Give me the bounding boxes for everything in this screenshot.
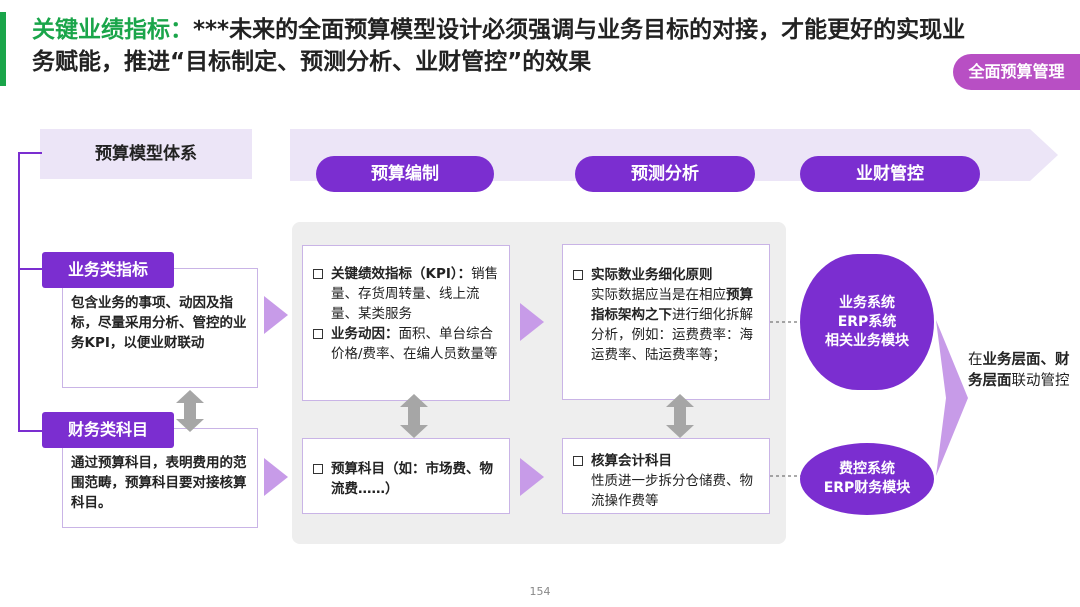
business-indicator-label: 业务类指标: [42, 252, 174, 288]
big-chevron-arrow: [936, 320, 968, 476]
result-p1: 在: [968, 352, 983, 368]
title-rest: ***未来的全面预算模型设计必须强调与业务目标的对接，才能更好的实现业务赋能，推…: [32, 17, 966, 75]
result-text: 在业务层面、财务层面联动管控: [968, 350, 1072, 392]
result-p3: 联动管控: [1011, 373, 1070, 389]
finance-subject-text: 通过预算科目，表明费用的范围范畴，预算科目要对接核算科目。: [71, 455, 247, 511]
account-subject-card: 核算会计科目 性质进一步拆分仓储费、物流操作费等: [562, 438, 770, 514]
kpi-text: 销售量、存货周转量、线上流量、某类服务: [331, 266, 499, 322]
oval2-line2: ERP财务模块: [823, 480, 911, 496]
budget-model-label: 预算模型体系: [40, 129, 252, 179]
checkbox-icon: [313, 329, 323, 339]
budget-subject-bullet: 预算科目（如：市场费、物流费……）: [311, 459, 501, 499]
forecast-actual-bullet: 实际数业务细化原则 实际数据应当是在相应预算指标架构之下进行细化拆解分析，例如：…: [571, 265, 761, 365]
left-bracket: [18, 152, 44, 432]
page-title: 关键业绩指标：***未来的全面预算模型设计必须强调与业务目标的对接，才能更好的实…: [32, 14, 972, 78]
driver-title: 业务动因：: [331, 326, 399, 342]
oval2-line1: 费控系统: [838, 461, 895, 477]
kpi-card: 关键绩效指标（KPI）：销售量、存货周转量、线上流量、某类服务 业务动因：面积、…: [302, 245, 510, 401]
title-accent-bar: [0, 12, 6, 86]
checkbox-icon: [313, 269, 323, 279]
forecast-actual-t2-bold: 预算指标架构之下: [591, 287, 753, 323]
kpi-bullet: 关键绩效指标（KPI）：销售量、存货周转量、线上流量、某类服务: [311, 264, 501, 324]
section-tag: 全面预算管理: [953, 54, 1080, 90]
stage-budgeting: 预算编制: [316, 156, 494, 192]
kpi-title: 关键绩效指标（KPI）：: [331, 266, 472, 282]
forecast-actual-t1: 实际数据应当是在相应: [591, 287, 726, 303]
expense-control-oval: 费控系统 ERP财务模块: [800, 443, 934, 515]
account-subject-title: 核算会计科目: [591, 453, 672, 469]
page-number: 154: [529, 585, 551, 598]
bracket-bottom: [18, 430, 42, 432]
budget-subject-card: 预算科目（如：市场费、物流费……）: [302, 438, 510, 514]
left-double-arrow: [176, 390, 204, 432]
erp-business-oval: 业务系统 ERP系统 相关业务模块: [800, 254, 934, 390]
finance-subject-label: 财务类科目: [42, 412, 174, 448]
driver-bullet: 业务动因：面积、单台综合价格/费率、在编人员数量等: [311, 324, 501, 364]
oval1-line3: 相关业务模块: [825, 332, 909, 349]
checkbox-icon: [573, 456, 583, 466]
account-subject-text: 性质进一步拆分仓储费、物流操作费等: [591, 473, 753, 509]
oval1-line2: ERP系统: [837, 313, 897, 330]
stage-control: 业财管控: [800, 156, 980, 192]
checkbox-icon: [573, 270, 583, 280]
business-indicator-card: 包含业务的事项、动因及指标，尽量采用分析、管控的业务KPI，以便业财联动: [62, 268, 258, 388]
checkbox-icon: [313, 464, 323, 474]
arrow-left-bottom: [264, 458, 288, 496]
stage-forecast: 预测分析: [575, 156, 755, 192]
right-double-arrow: [666, 394, 694, 438]
bracket-top: [18, 152, 42, 154]
budget-subject-text: 预算科目（如：市场费、物流费……）: [331, 461, 493, 497]
forecast-actual-title: 实际数业务细化原则: [591, 267, 713, 283]
driver-text: 面积、单台综合价格/费率、在编人员数量等: [331, 326, 498, 362]
bracket-mid: [18, 268, 42, 270]
middle-double-arrow: [400, 394, 428, 438]
forecast-actual-t2-rest: 进行细化拆解分析，例如：运费费率：海运费率、陆运费率等；: [591, 307, 753, 363]
business-indicator-text: 包含业务的事项、动因及指标，尽量采用分析、管控的业务KPI，以便业财联动: [71, 295, 247, 351]
arrow-mid-top: [520, 303, 544, 341]
result-p2: 业务层面、财务层面: [968, 352, 1070, 389]
forecast-actual-card: 实际数业务细化原则 实际数据应当是在相应预算指标架构之下进行细化拆解分析，例如：…: [562, 244, 770, 400]
arrow-left-top: [264, 296, 288, 334]
oval1-line1: 业务系统: [839, 294, 895, 311]
title-highlight: 关键业绩指标：: [32, 17, 193, 43]
account-subject-bullet: 核算会计科目 性质进一步拆分仓储费、物流操作费等: [571, 451, 761, 511]
arrow-mid-bottom: [520, 458, 544, 496]
